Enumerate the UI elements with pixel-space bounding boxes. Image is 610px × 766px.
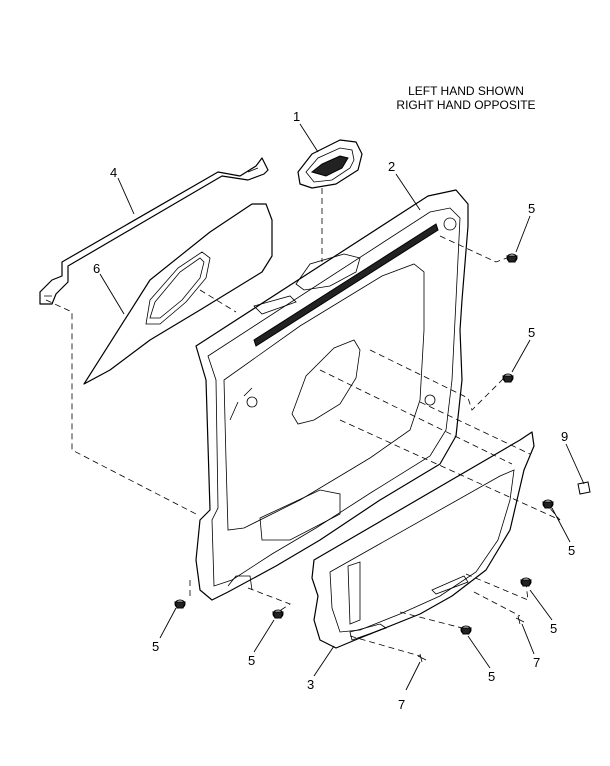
fasteners: [174, 253, 591, 663]
callout-2: 2: [388, 159, 396, 174]
part-2-door-trim-panel: [195, 189, 469, 601]
callout-5-lower-right: 5: [550, 621, 558, 636]
clip-fastener: [460, 625, 472, 635]
clip-fastener: [542, 499, 554, 509]
callout-5-upper-right: 5: [528, 201, 536, 216]
leader-lines: [99, 123, 585, 691]
orientation-note-line2: RIGHT HAND OPPOSITE: [396, 98, 536, 112]
orientation-note: LEFT HAND SHOWN RIGHT HAND OPPOSITE: [386, 84, 546, 112]
callout-3: 3: [307, 677, 315, 692]
screw-fastener: [515, 615, 525, 625]
part-3-map-pocket: [311, 431, 535, 649]
orientation-note-line1: LEFT HAND SHOWN: [408, 84, 524, 98]
callout-5-lower-left: 5: [248, 653, 256, 668]
callout-4: 4: [110, 165, 118, 180]
part-4-bracket: [39, 157, 269, 305]
callout-5-bottom: 5: [488, 669, 496, 684]
callout-5-right: 5: [568, 543, 576, 558]
clip-fastener: [174, 599, 186, 609]
clip-fastener: [272, 609, 284, 619]
part-9-retainer: [577, 481, 591, 495]
callout-6: 6: [93, 261, 101, 276]
callout-7-bottom: 7: [398, 697, 406, 712]
clip-fastener: [520, 577, 532, 587]
part-6-panel-insert: [83, 203, 273, 385]
callout-5-left: 5: [152, 639, 160, 654]
clip-fastener: [506, 253, 518, 263]
screw-fastener: [417, 653, 427, 663]
callout-9: 9: [561, 429, 569, 444]
clip-fastener: [502, 373, 514, 383]
callout-7-right: 7: [533, 655, 541, 670]
callout-5-mid-right: 5: [528, 325, 536, 340]
part-1-handle-bezel: [297, 139, 363, 189]
callout-1: 1: [293, 109, 301, 124]
